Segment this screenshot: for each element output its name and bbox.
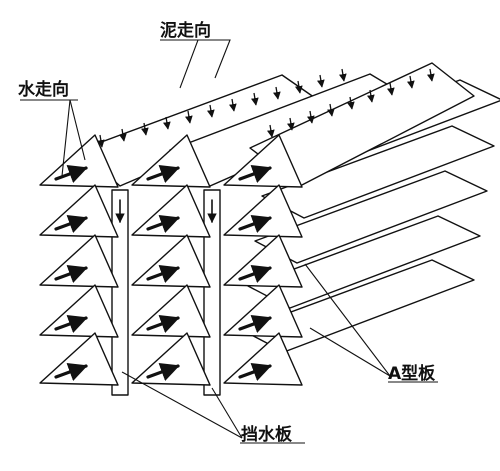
mud-flow-arrows — [96, 68, 435, 148]
water-flow-arrow — [238, 264, 272, 283]
leader-a — [304, 263, 391, 377]
plate-end-triangle — [39, 184, 119, 238]
plate-end-triangle — [223, 234, 303, 288]
mud-arrow — [346, 96, 355, 110]
plate-end-triangle — [131, 184, 211, 238]
plate-end-triangle — [39, 332, 119, 386]
water-flow-arrow — [54, 164, 88, 183]
plate-end-triangle — [131, 234, 211, 288]
baffle-strip — [203, 189, 221, 396]
mud-arrow — [366, 89, 375, 103]
water-flow-arrow — [146, 362, 180, 381]
plate-end-triangle — [39, 284, 119, 338]
mud-arrow — [162, 116, 171, 130]
leader-baffle — [211, 387, 243, 439]
water-flow-arrow — [54, 314, 88, 333]
water-flow-arrow — [238, 214, 272, 233]
mud-arrow — [250, 92, 259, 106]
mud-arrow — [266, 124, 275, 138]
plate-end-triangle — [39, 134, 119, 188]
mud-arrow — [326, 103, 335, 117]
water-flow-arrow — [146, 214, 180, 233]
mud-arrow — [206, 104, 215, 118]
mud-arrow — [228, 98, 237, 112]
plate-end-triangle — [131, 332, 211, 386]
plate-end-triangle — [223, 284, 303, 338]
mud-arrow — [406, 75, 415, 89]
water-flow-arrow — [54, 362, 88, 381]
label-mud-direction: 泥走向 — [160, 20, 211, 41]
mud-arrow — [316, 74, 325, 88]
leader-lines — [20, 39, 438, 444]
plate-end-triangle — [223, 332, 303, 386]
plate-end-triangle — [39, 234, 119, 288]
water-flow-arrow — [54, 214, 88, 233]
mud-arrow — [286, 117, 295, 131]
label-water-direction: 水走向 — [18, 79, 69, 100]
mud-arrow — [294, 80, 303, 94]
water-flow-arrow — [54, 264, 88, 283]
baffle-strip — [111, 189, 129, 396]
label-a-type-plate: A型板 — [388, 363, 436, 384]
plate-end-triangle — [131, 134, 211, 188]
water-flow-arrow — [146, 264, 180, 283]
leader-water — [69, 99, 86, 161]
leader-baffle — [121, 371, 243, 439]
mud-arrow — [184, 110, 193, 124]
water-flow-arrow — [146, 314, 180, 333]
mud-arrow — [386, 82, 395, 96]
leader-mud — [160, 39, 231, 79]
mud-arrow — [272, 86, 281, 100]
mud-arrow — [426, 68, 435, 82]
mud-arrow — [96, 134, 105, 148]
mud-arrow — [140, 122, 149, 136]
front-triangles — [39, 134, 303, 386]
leader-water — [61, 99, 71, 177]
water-flow-arrow — [238, 164, 272, 183]
water-flow-arrow — [238, 314, 272, 333]
plate-end-triangle — [131, 284, 211, 338]
label-baffle-plate: 挡水板 — [241, 424, 293, 445]
leader-a — [309, 327, 391, 377]
baffle-plates — [111, 189, 221, 396]
mud-arrow — [306, 110, 315, 124]
plate-end-triangle — [223, 184, 303, 238]
plate-end-triangle — [223, 134, 303, 188]
mud-arrow — [118, 128, 127, 142]
leader-mud — [179, 39, 199, 89]
water-flow-arrow — [238, 362, 272, 381]
water-flow-arrow — [146, 164, 180, 183]
mud-arrow — [338, 68, 347, 82]
